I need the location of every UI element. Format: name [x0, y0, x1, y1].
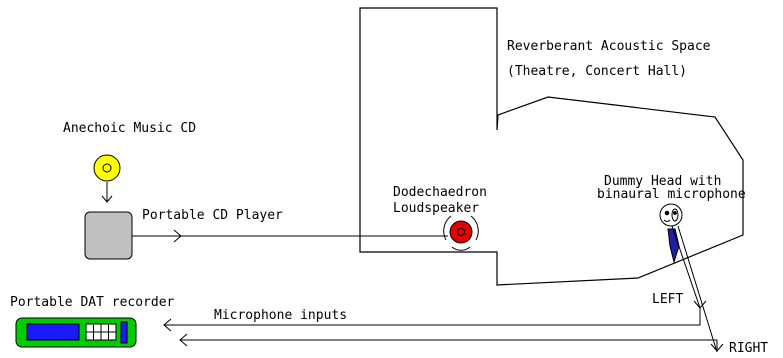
cd-hole — [103, 164, 111, 172]
cd-player-label: Portable CD Player — [142, 208, 283, 223]
head-ear-right — [672, 209, 678, 221]
head-label-line2: binaural microphone — [597, 187, 746, 202]
head-circle — [660, 204, 682, 226]
tie-icon — [668, 229, 679, 262]
dat-recorder-icon — [16, 318, 136, 347]
space-subtitle: (Theatre, Concert Hall) — [507, 64, 687, 79]
dat-slot — [121, 322, 127, 343]
space-title: Reverberant Acoustic Space — [507, 39, 711, 54]
right-label: RIGHT — [729, 341, 768, 353]
dat-screen — [27, 324, 79, 340]
loudspeaker-icon — [444, 216, 479, 250]
cd-to-player-arrow — [102, 182, 112, 202]
microphone-cables — [164, 226, 717, 352]
dat-label: Portable DAT recorder — [10, 295, 175, 310]
sound-arc-right — [471, 216, 478, 240]
left-label: LEFT — [652, 292, 683, 307]
cd-icon — [94, 155, 120, 181]
player-to-speaker-cable — [132, 230, 448, 242]
cd-label: Anechoic Music CD — [63, 121, 196, 136]
dummy-head-icon — [660, 204, 682, 262]
speaker-label-line2: Loudspeaker — [393, 201, 479, 216]
sound-arc-bottom — [452, 247, 470, 250]
speaker-label-line1: Dodechaedron — [393, 185, 487, 200]
head-eye-right — [674, 212, 677, 215]
right-cable-path — [180, 226, 717, 352]
head-eye-left — [665, 211, 669, 215]
mic-inputs-label: Microphone inputs — [214, 308, 347, 323]
loudspeaker-body — [450, 221, 472, 243]
cd-player-box — [85, 212, 132, 259]
dat-keypad — [86, 324, 116, 340]
